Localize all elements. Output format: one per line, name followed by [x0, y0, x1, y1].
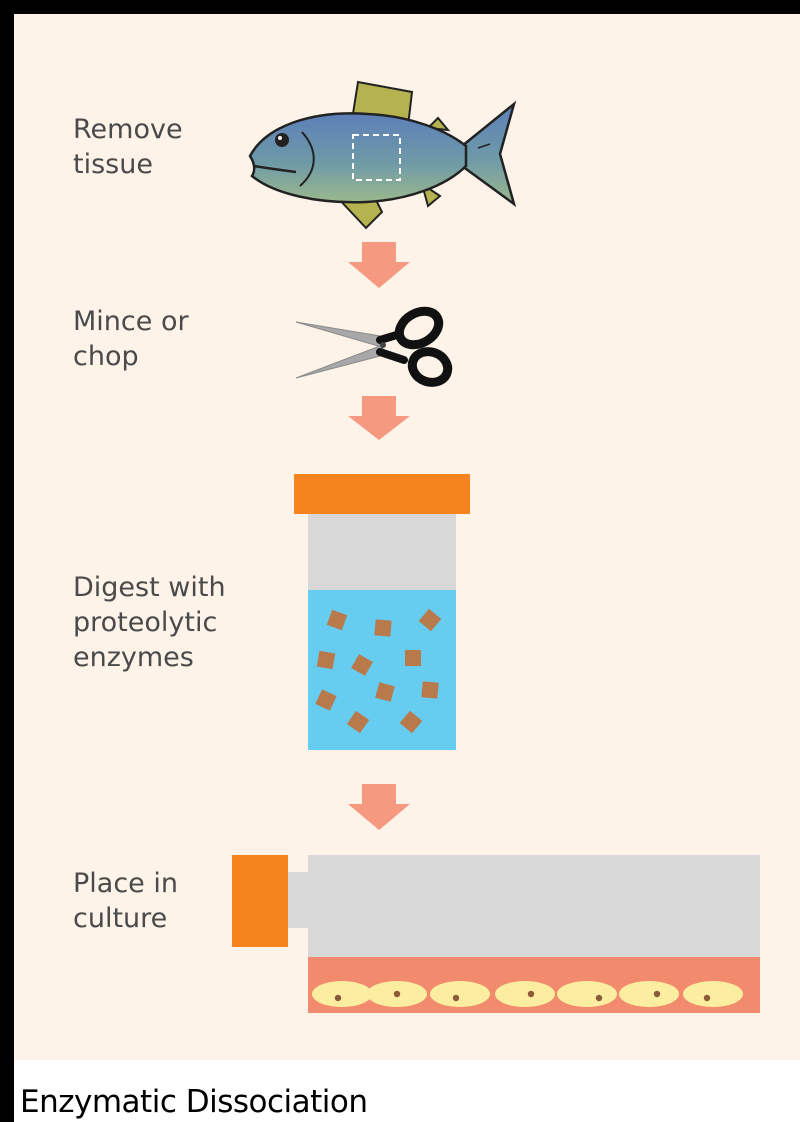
cell	[367, 981, 427, 1007]
fish-icon	[250, 82, 514, 228]
cell	[495, 981, 555, 1007]
cell	[312, 981, 372, 1007]
step-label-digest: Digest with proteolytic enzymes	[73, 570, 226, 675]
figure-caption: Enzymatic Dissociation	[20, 1084, 368, 1120]
tissue-piece	[374, 619, 391, 636]
arrow-down-icon	[348, 242, 410, 288]
cell	[557, 981, 617, 1007]
arrow-down-icon	[348, 396, 410, 440]
cell	[619, 981, 679, 1007]
tissue-piece	[421, 681, 438, 698]
step-label-culture: Place in culture	[73, 866, 178, 936]
cell	[430, 981, 490, 1007]
tissue-piece	[405, 650, 421, 666]
scissors-icon	[296, 305, 452, 388]
cell	[683, 981, 743, 1007]
tube-cap	[294, 474, 470, 514]
digestion-tube-icon	[294, 474, 470, 750]
flask-cap	[232, 855, 288, 947]
tissue-piece	[317, 651, 336, 670]
step-label-mince: Mince or chop	[73, 304, 189, 374]
arrow-down-icon	[348, 784, 410, 830]
culture-flask-icon	[232, 855, 760, 1013]
step-label-remove-tissue: Remove tissue	[73, 112, 183, 182]
